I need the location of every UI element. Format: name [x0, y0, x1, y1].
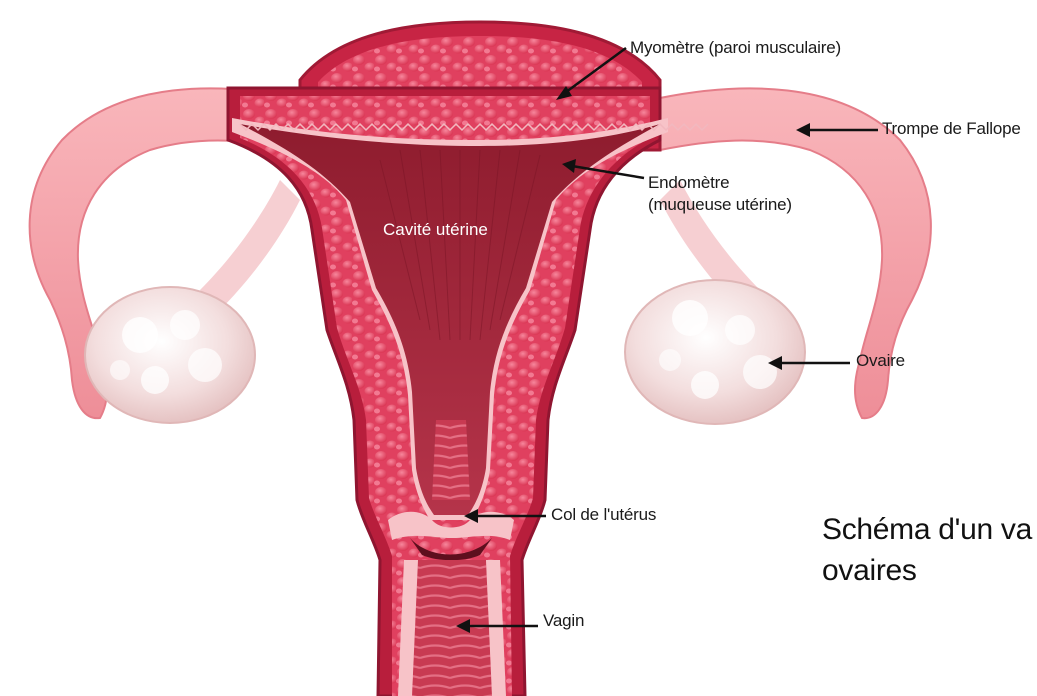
- left-ovarian-ligament: [200, 180, 300, 310]
- label-endometre: Endomètre: [648, 172, 729, 193]
- label-endometre-sub: (muqueuse utérine): [648, 194, 792, 215]
- caption-line-1: Schéma d'un va: [822, 510, 1032, 550]
- caption-line-2: ovaires: [822, 551, 917, 591]
- right-ovary: [625, 280, 805, 424]
- left-ovary: [85, 287, 255, 423]
- cervical-canal: [432, 420, 470, 500]
- label-myometre: Myomètre (paroi musculaire): [630, 37, 841, 58]
- label-cavite: Cavité utérine: [383, 219, 488, 240]
- label-vagin: Vagin: [543, 610, 584, 631]
- label-col: Col de l'utérus: [551, 504, 656, 525]
- vagina: [412, 560, 492, 696]
- label-trompe: Trompe de Fallope: [882, 118, 1021, 139]
- label-ovaire: Ovaire: [856, 350, 905, 371]
